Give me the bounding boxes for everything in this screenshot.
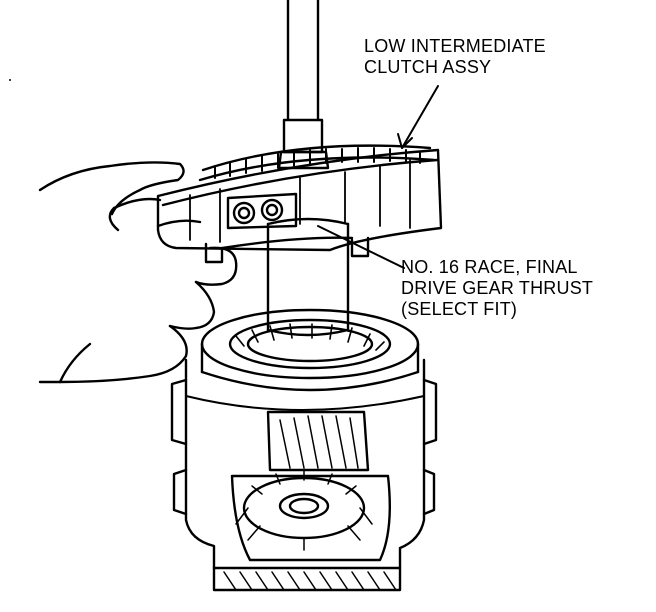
hand <box>38 161 238 384</box>
differential-case <box>170 358 438 592</box>
clutch-leader-line <box>397 85 439 149</box>
callout-line: CLUTCH ASSY <box>364 57 492 77</box>
thrust-race-callout: NO. 16 RACE, FINAL DRIVE GEAR THRUST (SE… <box>401 257 593 320</box>
input-shaft <box>277 0 330 170</box>
callout-line: LOW INTERMEDIATE <box>364 36 546 56</box>
callout-line: DRIVE GEAR THRUST <box>401 278 594 298</box>
upper-ring-gear <box>200 308 420 392</box>
clutch-assembly <box>156 144 443 264</box>
clutch-assembly-callout: LOW INTERMEDIATE CLUTCH ASSY <box>364 36 546 78</box>
callout-line: NO. 16 RACE, FINAL <box>401 257 578 277</box>
helical-final-drive-gear <box>212 566 402 591</box>
callout-line: (SELECT FIT) <box>401 299 518 319</box>
